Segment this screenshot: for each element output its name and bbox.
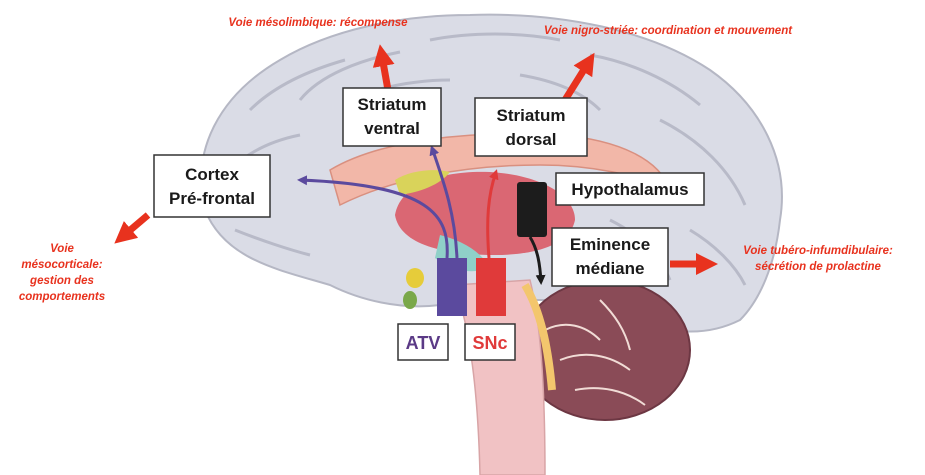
mesocortical-caption-line2: mésocorticale: <box>21 259 102 271</box>
striatum-ventral-label-line1: Striatum <box>358 95 427 114</box>
pituitary-green <box>403 291 417 309</box>
tuberoinfundibular-caption-line2: sécrétion de prolactine <box>755 261 882 273</box>
mesocortical-caption-line1: Voie <box>50 243 74 255</box>
cortex-label-line1: Cortex <box>185 165 239 184</box>
striatum-dorsal-label-line1: Striatum <box>497 106 566 125</box>
tuberoinfundibular-caption-line1: Voie tubéro-infumdibulaire: <box>743 245 893 257</box>
hypothalamus-block <box>517 182 547 237</box>
snc-label: SNc <box>472 333 507 353</box>
hypothalamus-label: Hypothalamus <box>571 180 688 199</box>
pituitary-yellow <box>406 268 424 288</box>
nigrostriatal-caption: Voie nigro-striée: coordination et mouve… <box>544 25 793 37</box>
eminence-label-line1: Eminence <box>570 235 650 254</box>
brain-illustration <box>201 15 782 475</box>
atv-nucleus <box>437 258 467 316</box>
atv-label: ATV <box>406 333 441 353</box>
mesolimbic-caption: Voie mésolimbique: récompense <box>228 17 408 29</box>
mesocortical-caption-line4: comportements <box>19 291 105 303</box>
mesolimbic-output-arrow <box>383 62 388 90</box>
mesocortical-output-arrow <box>128 215 148 232</box>
mesocortical-caption-line3: gestion des <box>29 275 94 287</box>
striatum-dorsal-label-line2: dorsal <box>505 130 556 149</box>
striatum-ventral-label-line2: ventral <box>364 119 420 138</box>
eminence-label-line2: médiane <box>576 259 645 278</box>
snc-nucleus <box>476 258 506 316</box>
cortex-label-line2: Pré-frontal <box>169 189 255 208</box>
